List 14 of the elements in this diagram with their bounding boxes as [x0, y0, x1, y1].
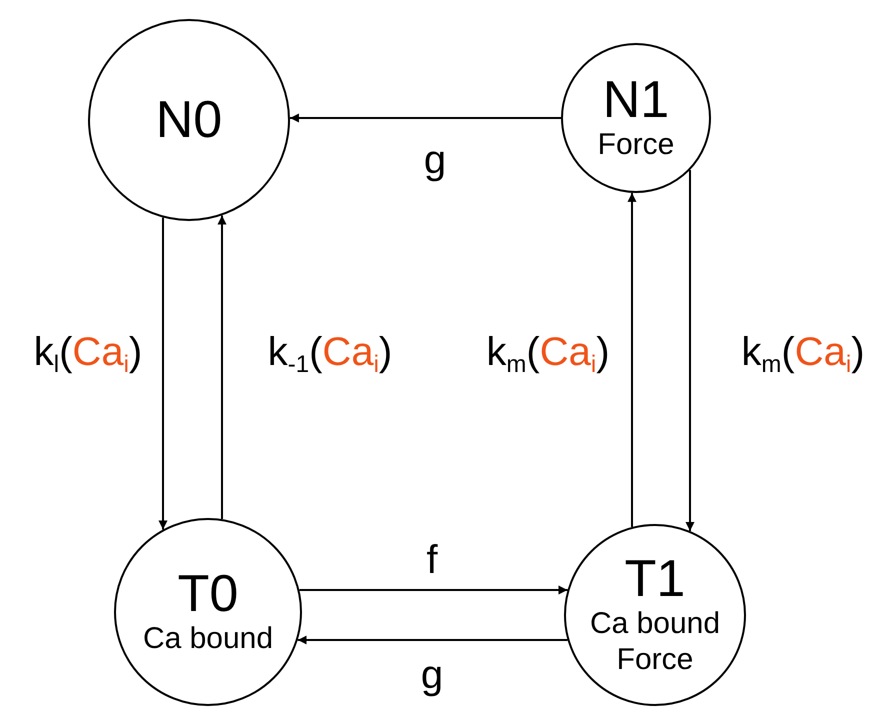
- state-name: N1: [602, 72, 670, 128]
- arrow: [218, 215, 226, 520]
- arrow: [298, 636, 568, 644]
- arrow: [158, 218, 168, 530]
- state-name: T0: [178, 566, 238, 622]
- state-description: Ca bound Force: [588, 606, 722, 678]
- state-description: Force: [598, 127, 674, 164]
- state-name: T1: [624, 552, 686, 606]
- state-description: Ca bound: [142, 621, 274, 658]
- arrow: [628, 192, 636, 527]
- arrow: [290, 114, 561, 122]
- state-name: N0: [156, 92, 222, 148]
- arrow: [686, 170, 694, 531]
- arrow: [299, 586, 568, 594]
